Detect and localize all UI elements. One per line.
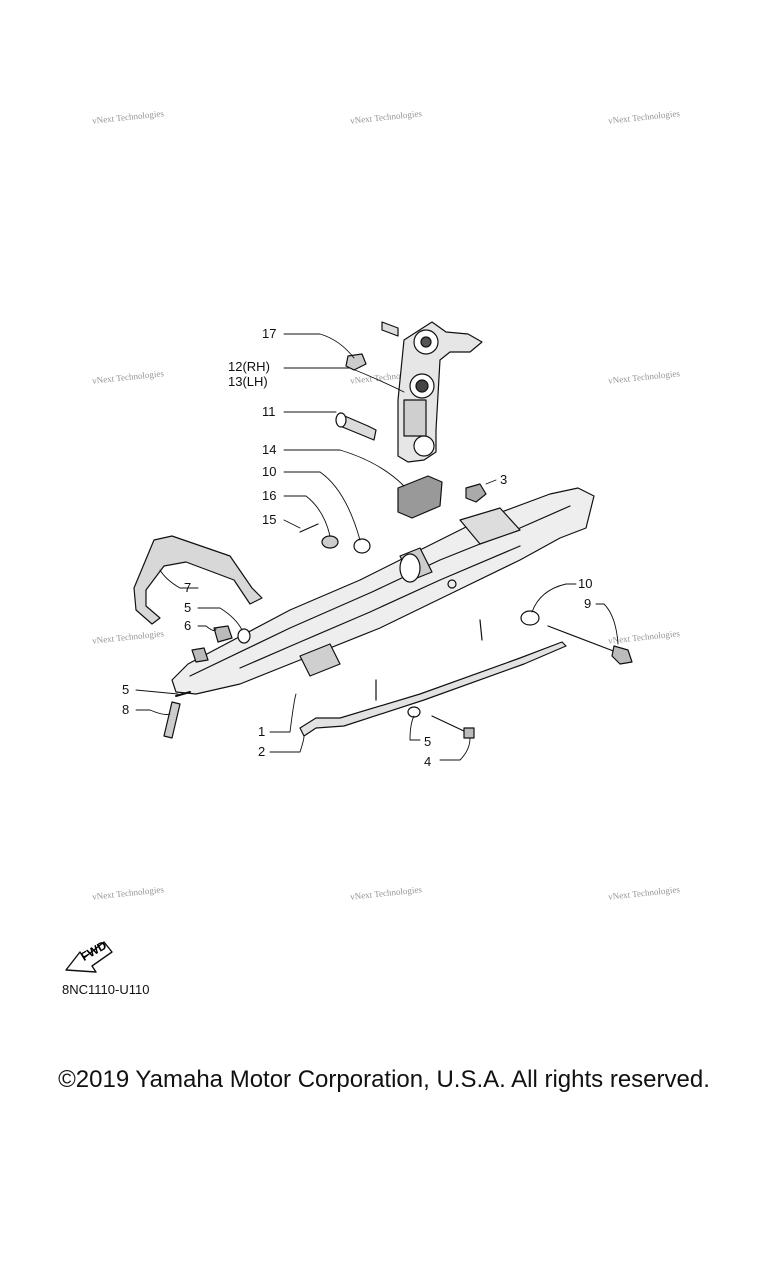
washer-5-c: [407, 706, 421, 718]
callout-10-a: 10: [262, 464, 277, 479]
bolt-8: [163, 701, 181, 739]
callout-9: 9: [584, 596, 592, 611]
runner-bar-2: [299, 641, 567, 737]
bolt-4-head: [463, 727, 475, 739]
copyright-notice: ©2019 Yamaha Motor Corporation, U.S.A. A…: [58, 1066, 710, 1093]
collar-16: [321, 535, 339, 549]
bolt-9-head: [611, 645, 633, 665]
spindle: [381, 321, 483, 463]
callout-3: 3: [500, 472, 508, 487]
callout-1: 1: [258, 724, 266, 739]
callout-5-a: 5: [184, 600, 192, 615]
washer-5-a: [237, 628, 251, 644]
diagram-code: 8NC1110-U110: [62, 982, 150, 997]
callout-7: 7: [184, 580, 192, 595]
nut-6-b: [191, 647, 209, 663]
nut-17: [345, 353, 367, 371]
nut-3: [465, 483, 487, 503]
callout-11: 11: [262, 404, 276, 419]
callout-16: 16: [262, 488, 277, 503]
runner-stud: [479, 619, 483, 641]
callout-5-c: 5: [424, 734, 432, 749]
ski-handle-7: [133, 535, 263, 625]
callout-17: 17: [262, 326, 277, 341]
callout-13: 13(LH): [228, 374, 268, 389]
callout-8: 8: [122, 702, 130, 717]
callout-5-b: 5: [122, 682, 130, 697]
callout-14: 14: [262, 442, 277, 457]
callout-4: 4: [424, 754, 432, 769]
washer-5-b: [175, 691, 191, 697]
sleeve-11: [335, 412, 377, 441]
ski-body: [171, 487, 595, 695]
callout-6: 6: [184, 618, 192, 633]
washer-10-b: [520, 610, 540, 626]
callout-15: 15: [262, 512, 277, 527]
bolt-9: [547, 625, 617, 653]
leader-lines: [135, 333, 619, 761]
callout-2: 2: [258, 744, 266, 759]
stopper-14: [397, 475, 443, 519]
nut-6: [213, 625, 233, 643]
callout-10-b: 10: [578, 576, 593, 591]
fwd-arrow-icon: [65, 941, 113, 973]
callout-12: 12(RH): [228, 359, 270, 374]
washer-10: [353, 538, 371, 554]
cotter-pin-15: [299, 523, 319, 533]
bolt-4: [431, 715, 467, 733]
